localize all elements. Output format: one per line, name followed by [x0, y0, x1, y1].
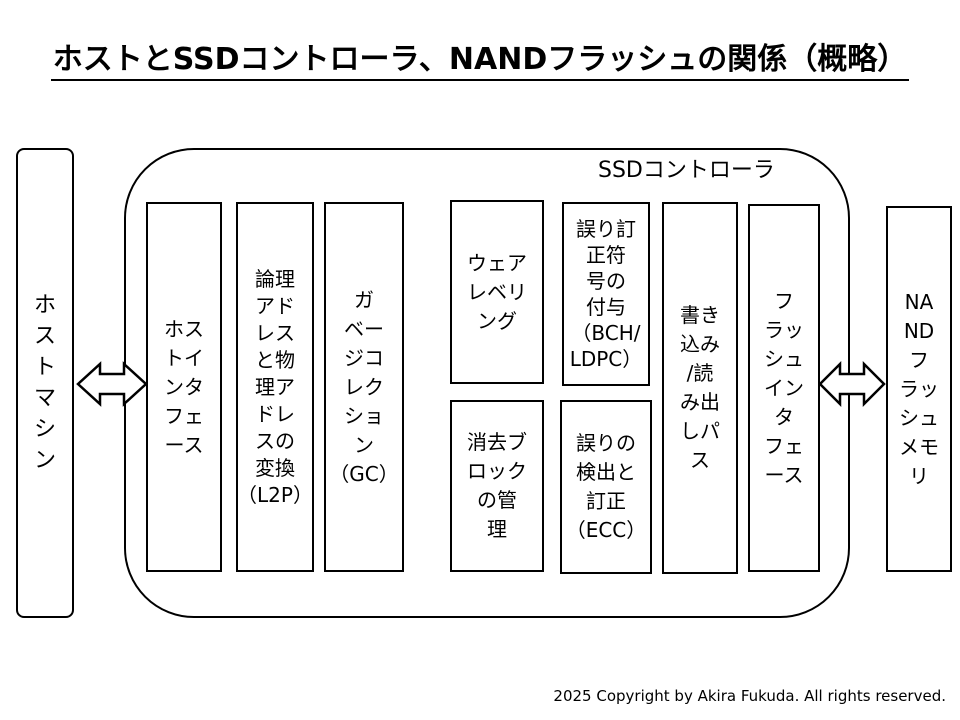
read-write-path-box: 書き 込み /読 み出 しパ ス	[662, 202, 738, 574]
host-interface-box: ホス トイ ンタ フェ ース	[146, 202, 222, 572]
read-write-path-label: 書き 込み /読 み出 しパ ス	[680, 303, 720, 472]
wear-leveling-box: ウェア レベリ ング	[450, 200, 544, 384]
flash-interface-box: フ ラッ シュ イン タ フェ ース	[748, 204, 820, 572]
host-interface-label: ホス トイ ンタ フェ ース	[164, 316, 204, 457]
nand-flash-memory-box: NA ND フ ラッ シュ メモ リ	[886, 206, 952, 572]
l2p-box: 論理 アド レス と物 理ア ドレ スの 変換 （L2P）	[236, 202, 314, 572]
l2p-label: 論理 アド レス と物 理ア ドレ スの 変換 （L2P）	[237, 266, 313, 507]
host-machine-box: ホ ス ト マ シ ン	[16, 148, 74, 618]
ecc-encode-label: 誤り訂 正符 号の 付与 （BCH/ LDPC）	[569, 217, 643, 371]
ecc-decode-label: 誤りの 検出と 訂正 （ECC）	[565, 431, 647, 542]
nand-flash-memory-label: NA ND フ ラッ シュ メモ リ	[899, 289, 939, 488]
erase-block-management-box: 消去ブ ロック の管 理	[450, 400, 544, 572]
host-controller-arrow-icon	[76, 361, 148, 407]
host-machine-label: ホ ス ト マ シ ン	[33, 293, 56, 473]
ssd-controller-label: SSDコントローラ	[598, 158, 775, 183]
gc-box: ガ ベー ジコ レク ショ ン （GC）	[324, 202, 404, 572]
gc-label: ガ ベー ジコ レク ショ ン （GC）	[329, 287, 399, 486]
ecc-encode-box: 誤り訂 正符 号の 付与 （BCH/ LDPC）	[562, 202, 650, 386]
diagram-title-text: ホストとSSDコントローラ、NANDフラッシュの関係（概略）	[50, 42, 910, 81]
copyright-text: 2025 Copyright by Akira Fukuda. All righ…	[553, 687, 946, 705]
controller-nand-arrow-icon	[818, 360, 886, 408]
flash-interface-label: フ ラッ シュ イン タ フェ ース	[764, 288, 804, 487]
diagram-title: ホストとSSDコントローラ、NANDフラッシュの関係（概略）	[0, 40, 960, 81]
ecc-decode-box: 誤りの 検出と 訂正 （ECC）	[560, 400, 652, 574]
erase-block-management-label: 消去ブ ロック の管 理	[467, 430, 527, 541]
wear-leveling-label: ウェア レベリ ング	[467, 250, 527, 333]
